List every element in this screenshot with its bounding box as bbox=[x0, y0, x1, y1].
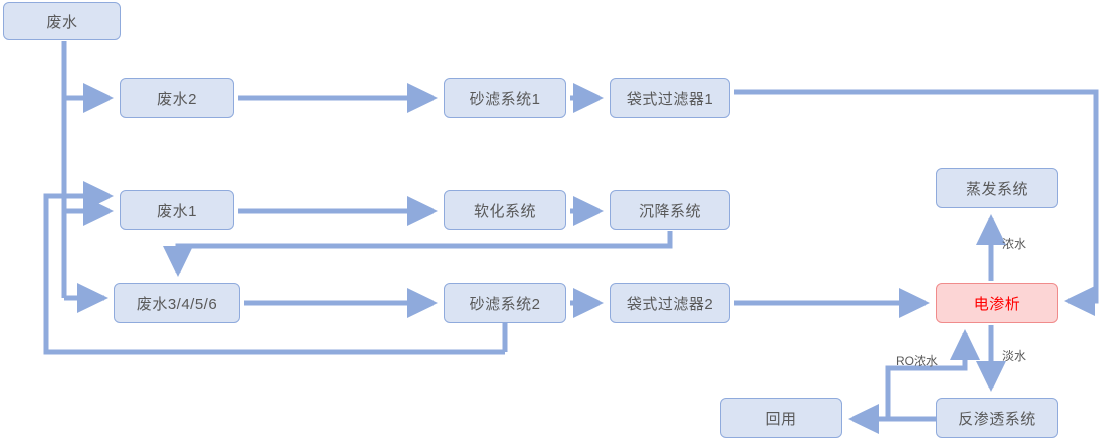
node-label: 废水2 bbox=[157, 90, 197, 108]
node-label: 砂滤系统1 bbox=[469, 90, 541, 108]
node-sedimentation-system[interactable]: 沉降系统 bbox=[610, 190, 730, 230]
node-label: 沉降系统 bbox=[638, 202, 701, 220]
node-waste-water-1[interactable]: 废水1 bbox=[120, 190, 234, 230]
node-label: 电渗析 bbox=[973, 295, 1021, 313]
node-label: 砂滤系统2 bbox=[469, 295, 541, 313]
edge-label-ro-concentrate: RO浓水 bbox=[896, 354, 939, 368]
node-reuse[interactable]: 回用 bbox=[720, 398, 842, 438]
edge-return-to-feishui1 bbox=[43, 181, 505, 355]
edge-label-concentrated-water: 浓水 bbox=[1002, 237, 1027, 251]
node-bag-filter-2[interactable]: 袋式过滤器2 bbox=[610, 283, 730, 323]
node-label: 软化系统 bbox=[473, 202, 536, 220]
node-label: 蒸发系统 bbox=[965, 180, 1028, 198]
node-waste-water-3456[interactable]: 废水3/4/5/6 bbox=[114, 283, 240, 323]
node-label: 废水 bbox=[46, 13, 78, 31]
node-sand-filter-system-2[interactable]: 砂滤系统2 bbox=[444, 283, 566, 323]
node-waste-water[interactable]: 废水 bbox=[3, 2, 121, 40]
node-waste-water-2[interactable]: 废水2 bbox=[120, 78, 234, 118]
edge-label-fresh-water: 淡水 bbox=[1002, 349, 1027, 363]
node-label: 反渗透系统 bbox=[958, 410, 1036, 428]
edge-chenjiang-to-feishui3456 bbox=[163, 231, 673, 277]
node-label: 废水1 bbox=[157, 202, 197, 220]
node-sand-filter-system-1[interactable]: 砂滤系统1 bbox=[444, 78, 566, 118]
node-label: 袋式过滤器2 bbox=[626, 295, 714, 313]
node-label: 废水3/4/5/6 bbox=[136, 295, 218, 313]
node-softening-system[interactable]: 软化系统 bbox=[444, 190, 566, 230]
node-reverse-osmosis-system[interactable]: 反渗透系统 bbox=[936, 398, 1058, 438]
node-evaporation-system[interactable]: 蒸发系统 bbox=[936, 168, 1058, 208]
node-electrodialysis[interactable]: 电渗析 bbox=[936, 283, 1058, 323]
node-label: 袋式过滤器1 bbox=[626, 90, 714, 108]
node-bag-filter-1[interactable]: 袋式过滤器1 bbox=[610, 78, 730, 118]
node-label: 回用 bbox=[765, 410, 797, 428]
